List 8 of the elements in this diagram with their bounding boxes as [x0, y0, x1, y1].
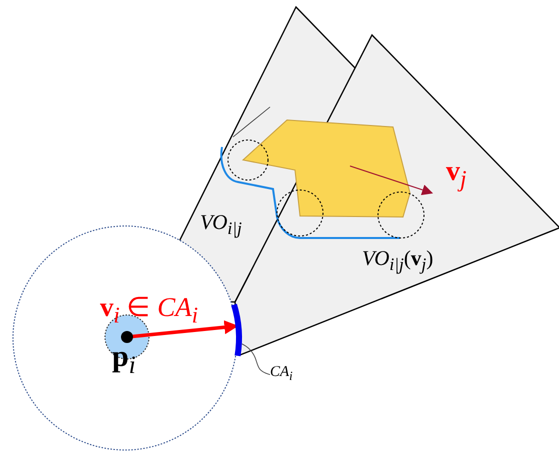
- math-label: v$_{j}$: [446, 158, 466, 192]
- part-label: CA$_{i}$: [270, 365, 293, 382]
- leader-line: [241, 343, 270, 376]
- math-label: v$_{i}$ ∈ CA$_{i}$: [100, 294, 198, 327]
- math-label: p$_{i}$: [112, 342, 136, 378]
- math-label: VO$_{i|j}$: [200, 212, 242, 238]
- math-label: VO$_{i|j}$(v$_{j}$): [362, 248, 434, 274]
- constraint-arc: [231, 304, 242, 356]
